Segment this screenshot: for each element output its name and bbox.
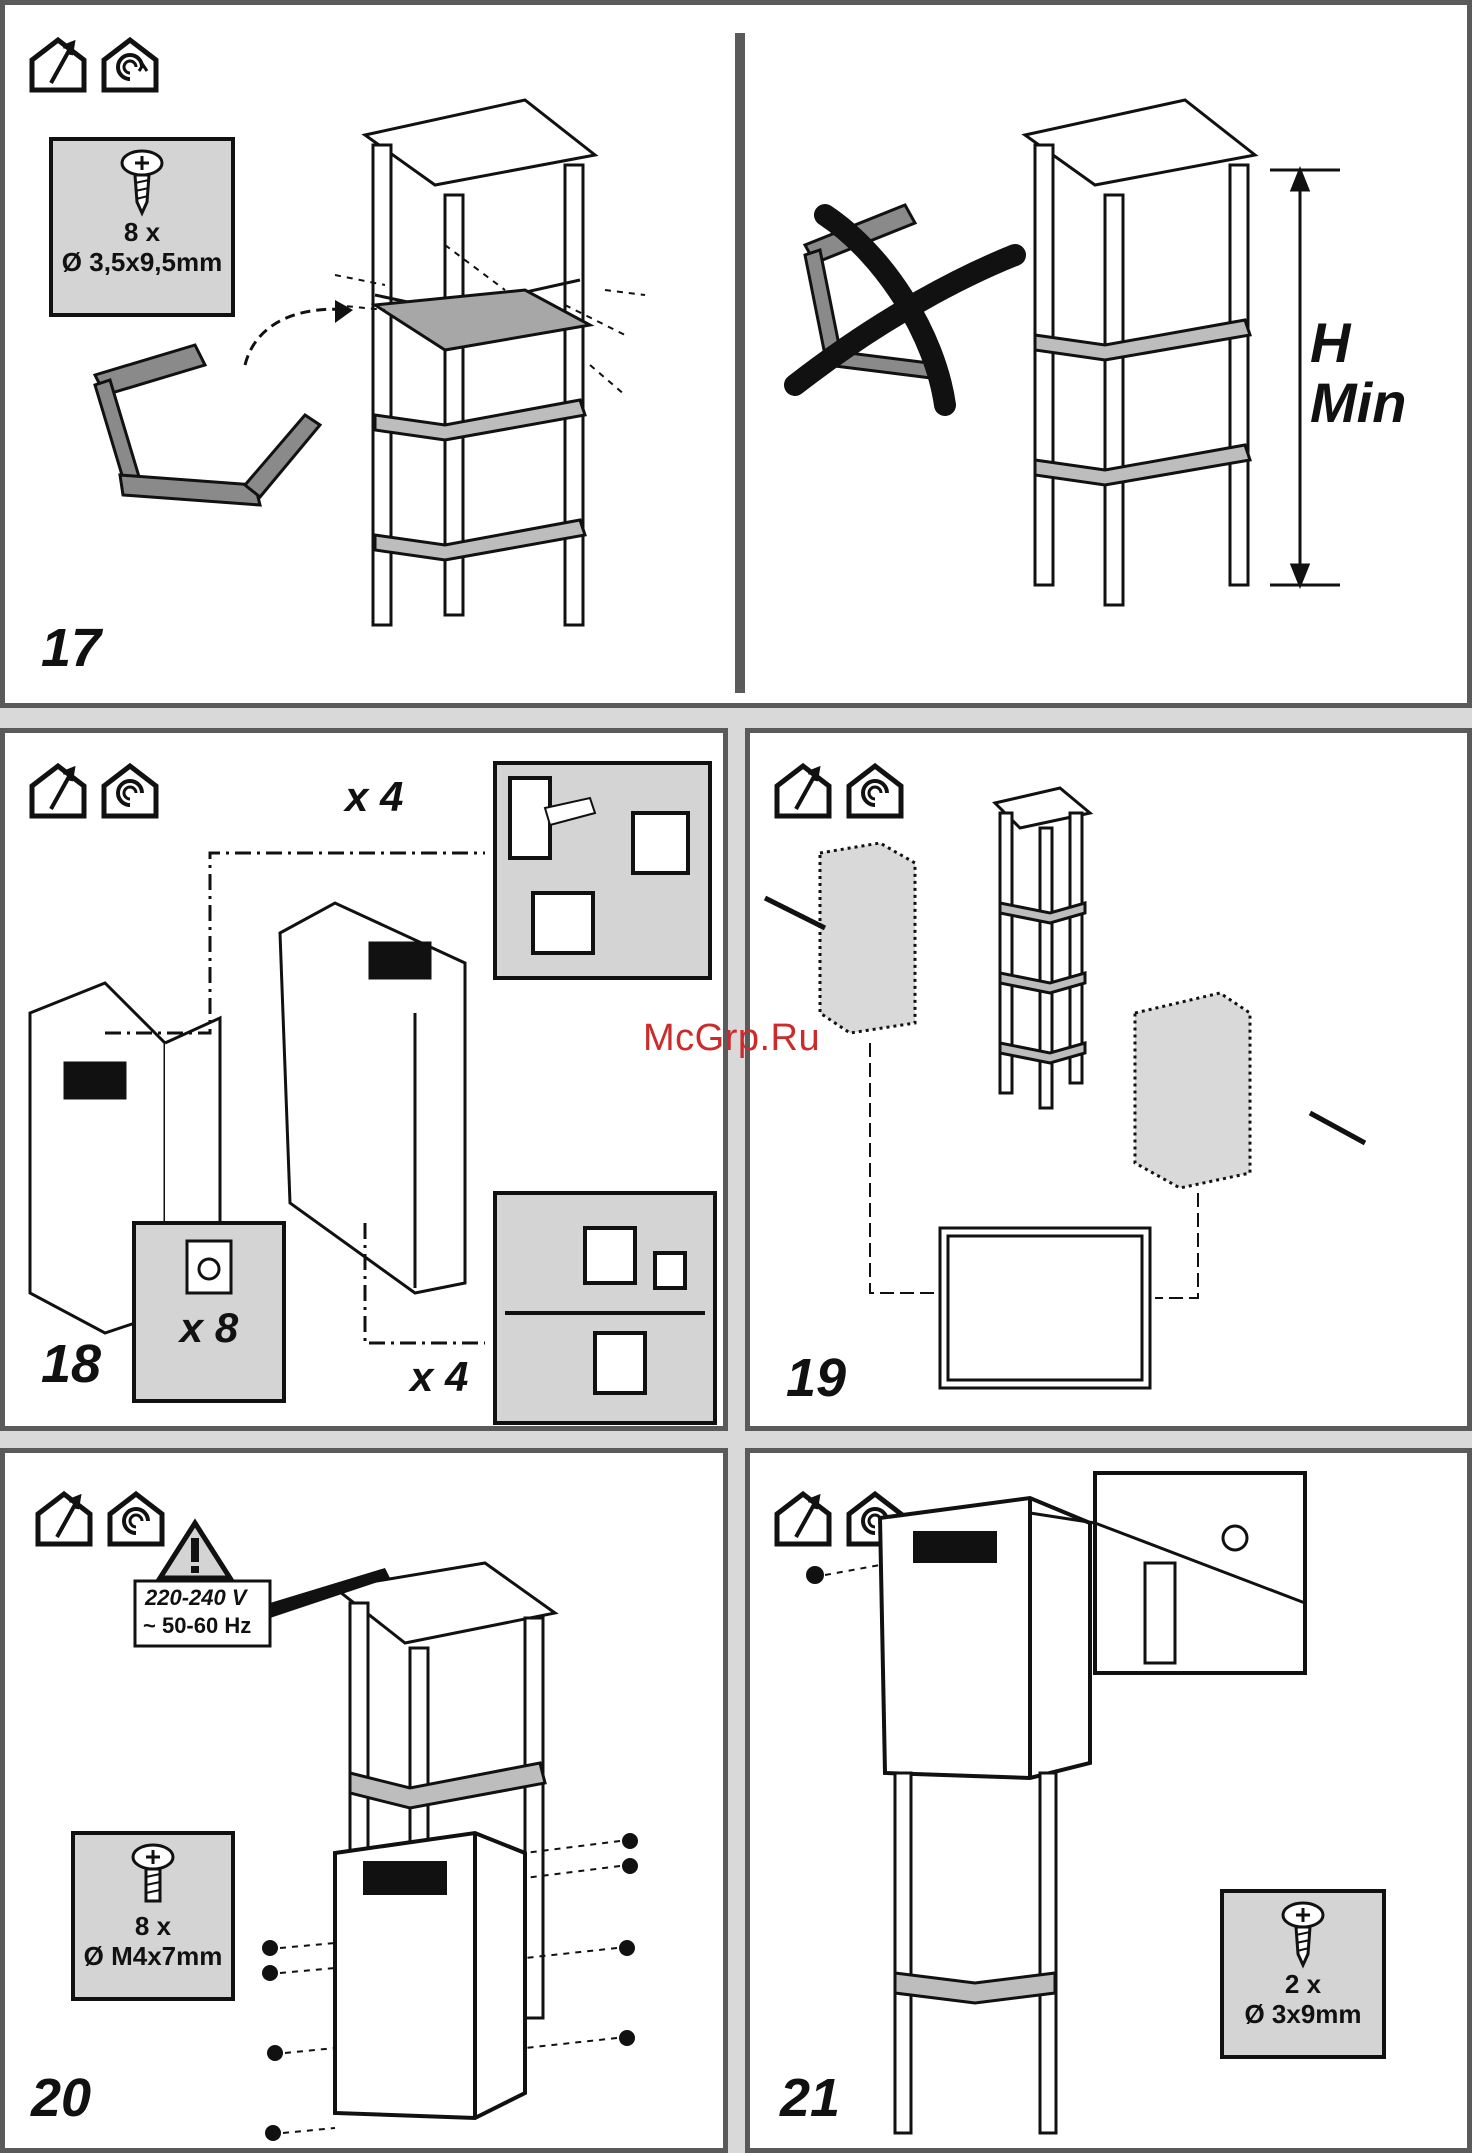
arrow-left	[765, 898, 825, 928]
height-label-min: Min	[1310, 370, 1406, 435]
panel-step-19: 19	[745, 728, 1472, 1431]
chimney-frame-left	[365, 100, 595, 625]
warning-frequency: ~ 50-60 Hz	[143, 1613, 251, 1639]
panel-divider	[735, 33, 745, 693]
screw-quantity: 8 x	[75, 1911, 231, 1941]
wrong-bracket-crossed	[795, 205, 1015, 405]
chimney-frame	[995, 788, 1090, 1108]
upper-cover-shell	[280, 903, 465, 1293]
lower-cover-fixing-illustration	[5, 1453, 728, 2153]
upper-cover-shell	[880, 1498, 1090, 1778]
screw-size: Ø M4x7mm	[75, 1941, 231, 1971]
screw-icon	[128, 1841, 178, 1911]
u-bracket-part	[95, 345, 320, 505]
step-number-21: 21	[780, 2067, 840, 2129]
panel-step-21: 2 x Ø 3x9mm 21	[745, 1448, 1472, 2153]
panel-step-20: 220-240 V ~ 50-60 Hz 8 x Ø M4x7mm 20	[0, 1448, 728, 2153]
insert-arrow	[245, 309, 350, 365]
clip-detail-inset-bottom	[495, 1193, 715, 1423]
cover-clips-illustration	[5, 733, 728, 1431]
step-number-18: 18	[41, 1333, 101, 1395]
cage-nut-icon	[179, 1231, 239, 1301]
step-number-20: 20	[31, 2067, 91, 2129]
clip-quantity: x 8	[136, 1301, 282, 1355]
chimney-frame-right	[1025, 100, 1255, 605]
screw-icon	[1278, 1899, 1328, 1969]
quantity-label-top: x 4	[345, 773, 403, 821]
frame-bracket-illustration	[5, 5, 1472, 708]
cover-assembly-illustration	[750, 733, 1472, 1431]
warning-triangle-icon	[160, 1523, 230, 1578]
panel-step-18: x 4 x 4 x 8 18	[0, 728, 728, 1431]
lower-cover-shell	[335, 1833, 525, 2118]
chimney-frame	[895, 1773, 1056, 2133]
cover-half-right	[1135, 993, 1250, 1188]
screw-detail	[1223, 1526, 1247, 1550]
screw-size: Ø 3x9mm	[1224, 1999, 1382, 2029]
step-number-19: 19	[786, 1347, 846, 1409]
watermark-text: McGrp.Ru	[643, 1017, 820, 1060]
arrow-right	[1310, 1113, 1365, 1143]
screw-spec-box: 2 x Ø 3x9mm	[1220, 1889, 1386, 2059]
screw-spec-box: 8 x Ø M4x7mm	[71, 1831, 235, 2001]
screw-left	[806, 1566, 824, 1584]
quantity-label-bottom: x 4	[410, 1353, 468, 1401]
screw-quantity: 2 x	[1224, 1969, 1382, 1999]
detail-inset	[1095, 1473, 1305, 1673]
clip-detail-inset-top	[495, 763, 710, 978]
cover-cross-section	[940, 1228, 1150, 1388]
clip-spec-box: x 8	[132, 1221, 286, 1403]
height-label-h: H	[1310, 310, 1350, 375]
warning-voltage: 220-240 V	[145, 1585, 247, 1611]
step-number-17: 17	[41, 617, 101, 679]
panel-step-17: 8 x Ø 3,5x9,5mm	[0, 0, 1472, 708]
cover-half-left	[820, 843, 915, 1033]
